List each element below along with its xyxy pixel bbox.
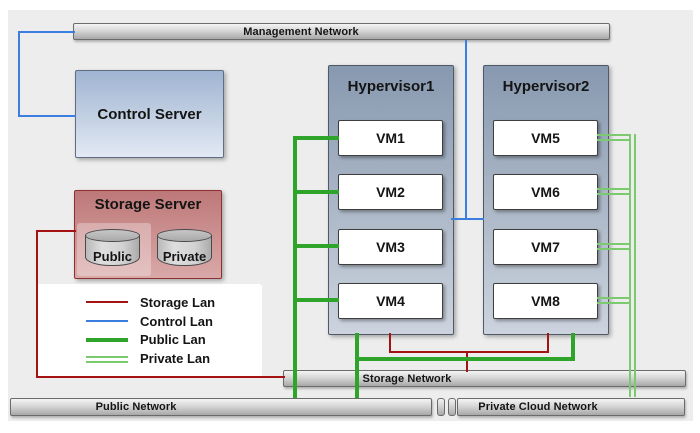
- control-server-box: Control Server: [75, 70, 224, 158]
- vm4-box: VM4: [338, 283, 443, 319]
- public-lan-line: [293, 136, 297, 398]
- bar-separator: [448, 398, 456, 416]
- vm8-box: VM8: [493, 283, 598, 319]
- vm3-box: VM3: [338, 229, 443, 265]
- legend-private-lan-label: Private Lan: [140, 351, 211, 366]
- private-cloud-network-label: Private Cloud Network: [478, 401, 598, 413]
- legend-storage-lan-label: Storage Lan: [140, 295, 216, 310]
- storage-network-label: Storage Network: [362, 372, 452, 385]
- legend-control-lan-label: Control Lan: [140, 314, 213, 329]
- vm5-box: VM5: [493, 120, 598, 156]
- public-lan-line: [293, 298, 339, 302]
- private-cloud-network-bar: Private Cloud Network: [457, 398, 685, 416]
- storage-lan-line: [36, 376, 285, 378]
- control-lan-line: [18, 31, 20, 117]
- public-lan-line: [293, 244, 339, 248]
- vm7-box: VM7: [493, 229, 598, 265]
- vm6-box: VM6: [493, 174, 598, 210]
- storage-server-title: Storage Server: [94, 196, 202, 213]
- hypervisor2-title: Hypervisor2: [502, 78, 590, 95]
- legend-public-lan-swatch: [86, 338, 128, 342]
- private-lan-line: [597, 243, 629, 250]
- public-network-label: Public Network: [95, 401, 177, 413]
- hypervisor1-title: Hypervisor1: [347, 78, 435, 95]
- control-lan-line: [451, 218, 484, 220]
- vm2-box: VM2: [338, 174, 443, 210]
- storage-lan-line: [36, 230, 38, 378]
- management-network-bar: Management Network: [73, 23, 610, 40]
- cylinder-top-icon: [85, 229, 140, 242]
- public-lan-line: [355, 333, 359, 398]
- legend-public-lan-label: Public Lan: [140, 332, 206, 347]
- public-lan-line: [571, 333, 575, 361]
- control-lan-line: [465, 40, 467, 220]
- public-lan-line: [293, 136, 339, 140]
- bar-separator: [437, 398, 445, 416]
- storage-lan-line: [389, 333, 391, 353]
- private-lan-line: [629, 134, 636, 397]
- storage-network-bar: Storage Network: [283, 370, 686, 387]
- legend-storage-lan-swatch: [86, 301, 128, 303]
- legend-panel: [37, 284, 262, 377]
- public-lan-line: [293, 190, 339, 194]
- private-lan-line: [597, 134, 629, 141]
- public-disk-cylinder: Public: [85, 229, 141, 267]
- cylinder-top-icon: [157, 229, 212, 242]
- public-lan-line: [355, 357, 575, 361]
- private-lan-line: [597, 188, 629, 195]
- private-lan-line: [597, 297, 629, 304]
- control-lan-line: [18, 115, 76, 117]
- private-disk-cylinder: Private: [157, 229, 213, 267]
- storage-lan-line: [547, 333, 549, 353]
- hypervisor2-box: Hypervisor2 VM5 VM6 VM7 VM8: [483, 65, 609, 335]
- storage-lan-line: [466, 351, 468, 372]
- control-lan-line: [18, 31, 75, 33]
- vm1-box: VM1: [338, 120, 443, 156]
- storage-lan-line: [389, 351, 549, 353]
- hypervisor1-box: Hypervisor1 VM1 VM2 VM3 VM4: [328, 65, 454, 335]
- legend-control-lan-swatch: [86, 320, 128, 322]
- storage-lan-line: [36, 230, 76, 232]
- legend-private-lan-swatch: [86, 356, 128, 363]
- management-network-label: Management Network: [243, 25, 359, 38]
- control-server-label: Control Server: [97, 105, 202, 123]
- public-network-bar: Public Network: [10, 398, 432, 416]
